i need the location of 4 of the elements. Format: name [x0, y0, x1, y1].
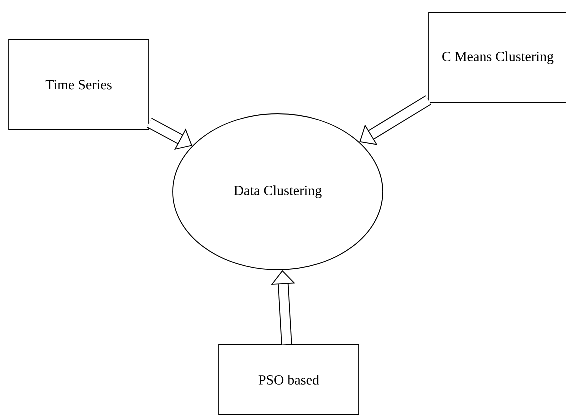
process-box: C Means Clustering [428, 12, 566, 104]
block-arrow [360, 96, 432, 146]
process-box: PSO based [218, 344, 360, 416]
process-box: Time Series [8, 40, 150, 130]
